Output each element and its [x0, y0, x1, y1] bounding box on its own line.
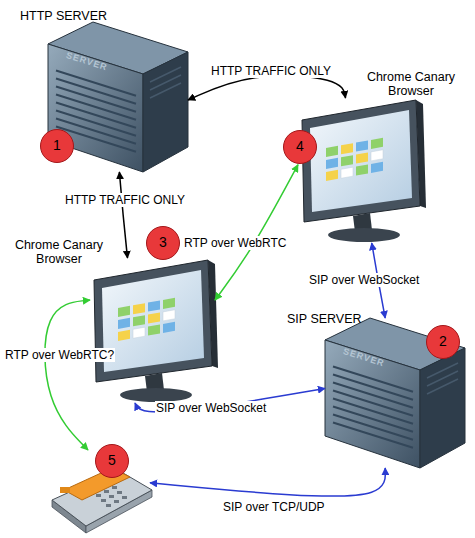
callout-number: 2 — [426, 325, 460, 359]
key — [122, 496, 127, 499]
node-heading: SIP SERVER — [287, 312, 377, 326]
key — [101, 499, 106, 502]
connector-label: RTP over WebRTC — [183, 236, 287, 250]
connector-label: SIP over WebSocket — [155, 401, 267, 415]
sip-server-icon — [325, 318, 465, 468]
key — [96, 494, 101, 497]
server-node: HTTP SERVER1 — [48, 22, 188, 172]
connector-arrow — [188, 76, 346, 100]
connector-arrow — [119, 172, 127, 258]
server-brand-text: SERVER — [342, 346, 386, 368]
callout-number: 5 — [95, 444, 129, 478]
connector-label: RTP over WebRTC? — [4, 348, 115, 362]
handset-end — [60, 487, 70, 493]
server-node: SIP SERVER2 — [325, 318, 465, 468]
browser-monitor-icon — [94, 260, 218, 402]
callout-number: 1 — [40, 129, 74, 163]
key — [106, 504, 111, 507]
phone-icon — [52, 468, 152, 533]
callout-number: 3 — [146, 226, 180, 260]
connector-label: SIP over WebSocket — [308, 273, 420, 287]
connector-arrow — [45, 300, 90, 450]
browser-monitor-icon — [302, 100, 426, 242]
node-heading: Chrome Canary Browser — [365, 70, 457, 98]
key — [109, 495, 114, 498]
key — [112, 486, 117, 489]
key — [117, 491, 122, 494]
phone-node: 5 — [50, 450, 150, 530]
key — [114, 500, 119, 503]
node-heading: HTTP SERVER — [20, 9, 130, 23]
key — [104, 490, 109, 493]
server-brand-text: SERVER — [65, 50, 109, 72]
connector-label: HTTP TRAFFIC ONLY — [64, 193, 186, 207]
connector-label: HTTP TRAFFIC ONLY — [210, 64, 332, 78]
node-heading: Chrome Canary Browser — [13, 238, 105, 266]
callout-number: 4 — [283, 130, 317, 164]
browser-node: Chrome Canary Browser3 — [90, 258, 215, 403]
connector-label: SIP over TCP/UDP — [222, 500, 326, 514]
connector-arrow — [150, 468, 385, 496]
connector-arrow — [215, 165, 298, 300]
browser-node: Chrome Canary Browser4 — [298, 98, 423, 243]
